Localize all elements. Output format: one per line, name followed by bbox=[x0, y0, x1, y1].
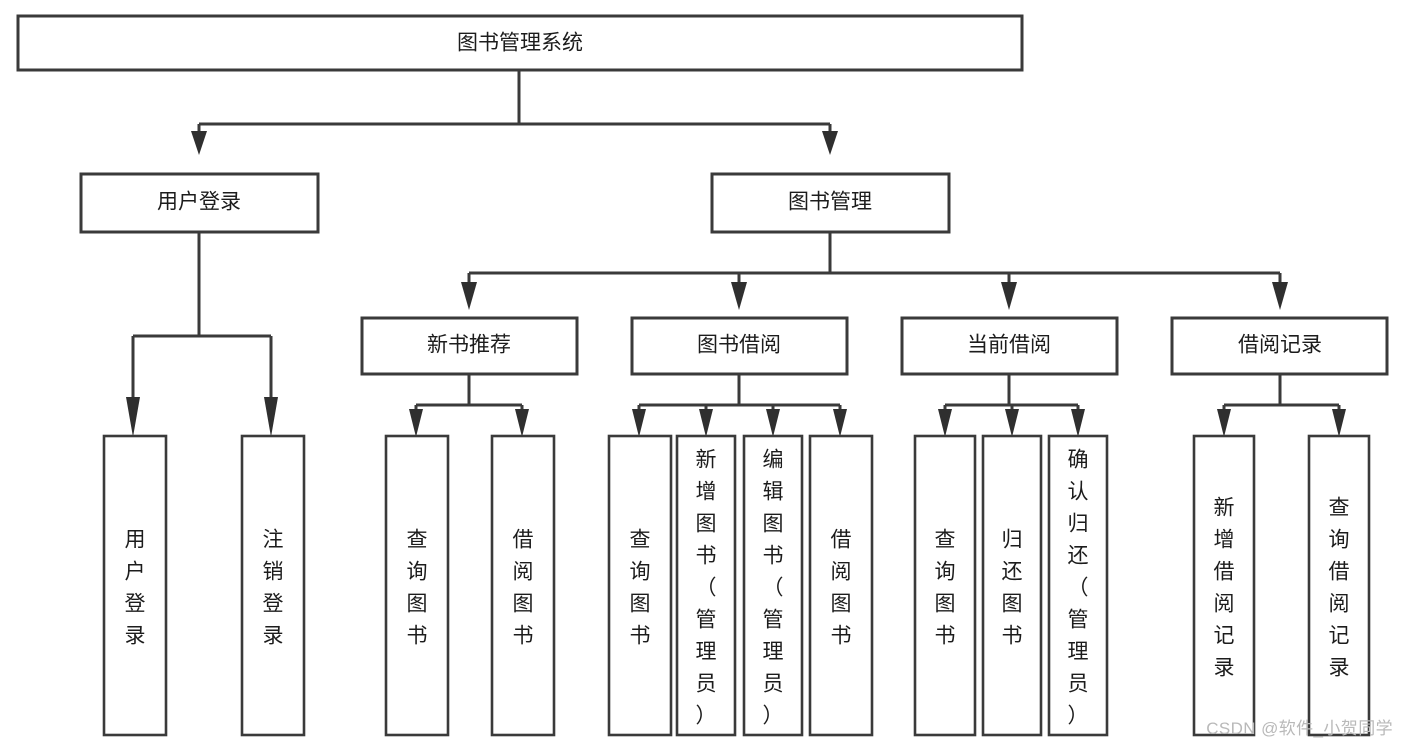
node-leaf-logout-login[interactable] bbox=[240, 434, 306, 737]
arrow-to-leaf-borrow-book-2 bbox=[833, 409, 847, 437]
node-book-management-label: 图书管理 bbox=[788, 191, 872, 214]
arrow-to-leaf-confirm-return bbox=[1071, 409, 1085, 437]
arrow-to-book-management bbox=[822, 131, 838, 155]
node-leaf-return-book-label: 归还图书 bbox=[1002, 528, 1023, 647]
node-leaf-borrow-book-2[interactable] bbox=[808, 434, 874, 737]
leaf-box-layer bbox=[102, 434, 1371, 737]
node-leaf-add-record[interactable] bbox=[1192, 434, 1256, 737]
arrow-to-leaf-query-book-3 bbox=[938, 409, 952, 437]
node-leaf-confirm-return[interactable] bbox=[1047, 434, 1109, 737]
node-current-borrow[interactable]: 当前借阅 bbox=[900, 316, 1119, 376]
node-leaf-confirm-return-label: 确认归还（管理员） bbox=[1068, 448, 1089, 727]
node-borrow-record-label: 借阅记录 bbox=[1238, 334, 1322, 357]
node-leaf-add-book-label: 新增图书（管理员） bbox=[696, 448, 717, 727]
node-leaf-borrow-book-1[interactable] bbox=[490, 434, 556, 737]
arrow-to-borrow-record bbox=[1272, 282, 1288, 310]
arrow-to-book-borrow bbox=[731, 282, 747, 310]
node-leaf-return-book[interactable] bbox=[981, 434, 1043, 737]
arrow-to-user-login bbox=[191, 131, 207, 155]
node-leaf-user-login-label: 用户登录 bbox=[125, 528, 146, 647]
node-new-book-recommend-label: 新书推荐 bbox=[427, 334, 511, 357]
node-leaf-query-book-1-label: 查询图书 bbox=[407, 528, 428, 647]
arrow-to-leaf-query-record bbox=[1332, 409, 1346, 437]
arrow-to-new-book-recommend bbox=[461, 282, 477, 310]
arrow-to-current-borrow bbox=[1001, 282, 1017, 310]
node-user-login[interactable]: 用户登录 bbox=[79, 172, 320, 234]
node-leaf-query-record-label: 查询借阅记录 bbox=[1329, 496, 1350, 679]
node-leaf-borrow-book-1-label: 借阅图书 bbox=[513, 528, 534, 647]
node-leaf-query-record[interactable] bbox=[1307, 434, 1371, 737]
arrow-to-leaf-add-book bbox=[699, 409, 713, 437]
node-leaf-edit-book-label: 编辑图书（管理员） bbox=[763, 448, 784, 727]
node-borrow-record[interactable]: 借阅记录 bbox=[1170, 316, 1389, 376]
arrow-to-leaf-user-login bbox=[126, 397, 140, 437]
node-leaf-query-book-1[interactable] bbox=[384, 434, 450, 737]
node-leaf-query-book-3-label: 查询图书 bbox=[935, 528, 956, 647]
arrow-to-leaf-edit-book bbox=[766, 409, 780, 437]
node-book-borrow[interactable]: 图书借阅 bbox=[630, 316, 849, 376]
node-user-login-label: 用户登录 bbox=[157, 191, 241, 214]
node-root[interactable]: 图书管理系统 bbox=[16, 14, 1024, 72]
arrow-to-leaf-query-book-1 bbox=[409, 409, 423, 437]
node-leaf-query-book-3[interactable] bbox=[913, 434, 977, 737]
node-leaf-borrow-book-2-label: 借阅图书 bbox=[831, 528, 852, 647]
node-leaf-query-book-2-label: 查询图书 bbox=[630, 528, 651, 647]
arrow-to-leaf-query-book-2 bbox=[632, 409, 646, 437]
node-leaf-add-book[interactable] bbox=[675, 434, 737, 737]
node-root-label: 图书管理系统 bbox=[457, 32, 583, 55]
node-book-borrow-label: 图书借阅 bbox=[697, 334, 781, 357]
node-current-borrow-label: 当前借阅 bbox=[967, 334, 1051, 357]
arrow-to-leaf-logout-login bbox=[264, 397, 278, 437]
node-new-book-recommend[interactable]: 新书推荐 bbox=[360, 316, 579, 376]
arrow-to-leaf-add-record bbox=[1217, 409, 1231, 437]
edge-layer bbox=[126, 70, 1346, 437]
node-book-management[interactable]: 图书管理 bbox=[710, 172, 951, 234]
node-leaf-query-book-2[interactable] bbox=[607, 434, 673, 737]
leaf-label-layer: 用户登录 注销登录 查询图书 借阅图书 查询图书 新增图书（管理员） 编辑图书（管理员） 借阅… bbox=[125, 448, 1350, 727]
arrow-to-leaf-return-book bbox=[1005, 409, 1019, 437]
node-leaf-add-record-label: 新增借阅记录 bbox=[1214, 496, 1235, 679]
node-leaf-user-login[interactable] bbox=[102, 434, 168, 737]
arrow-to-leaf-borrow-book-1 bbox=[515, 409, 529, 437]
node-leaf-logout-login-label: 注销登录 bbox=[263, 528, 284, 647]
node-leaf-edit-book[interactable] bbox=[742, 434, 804, 737]
